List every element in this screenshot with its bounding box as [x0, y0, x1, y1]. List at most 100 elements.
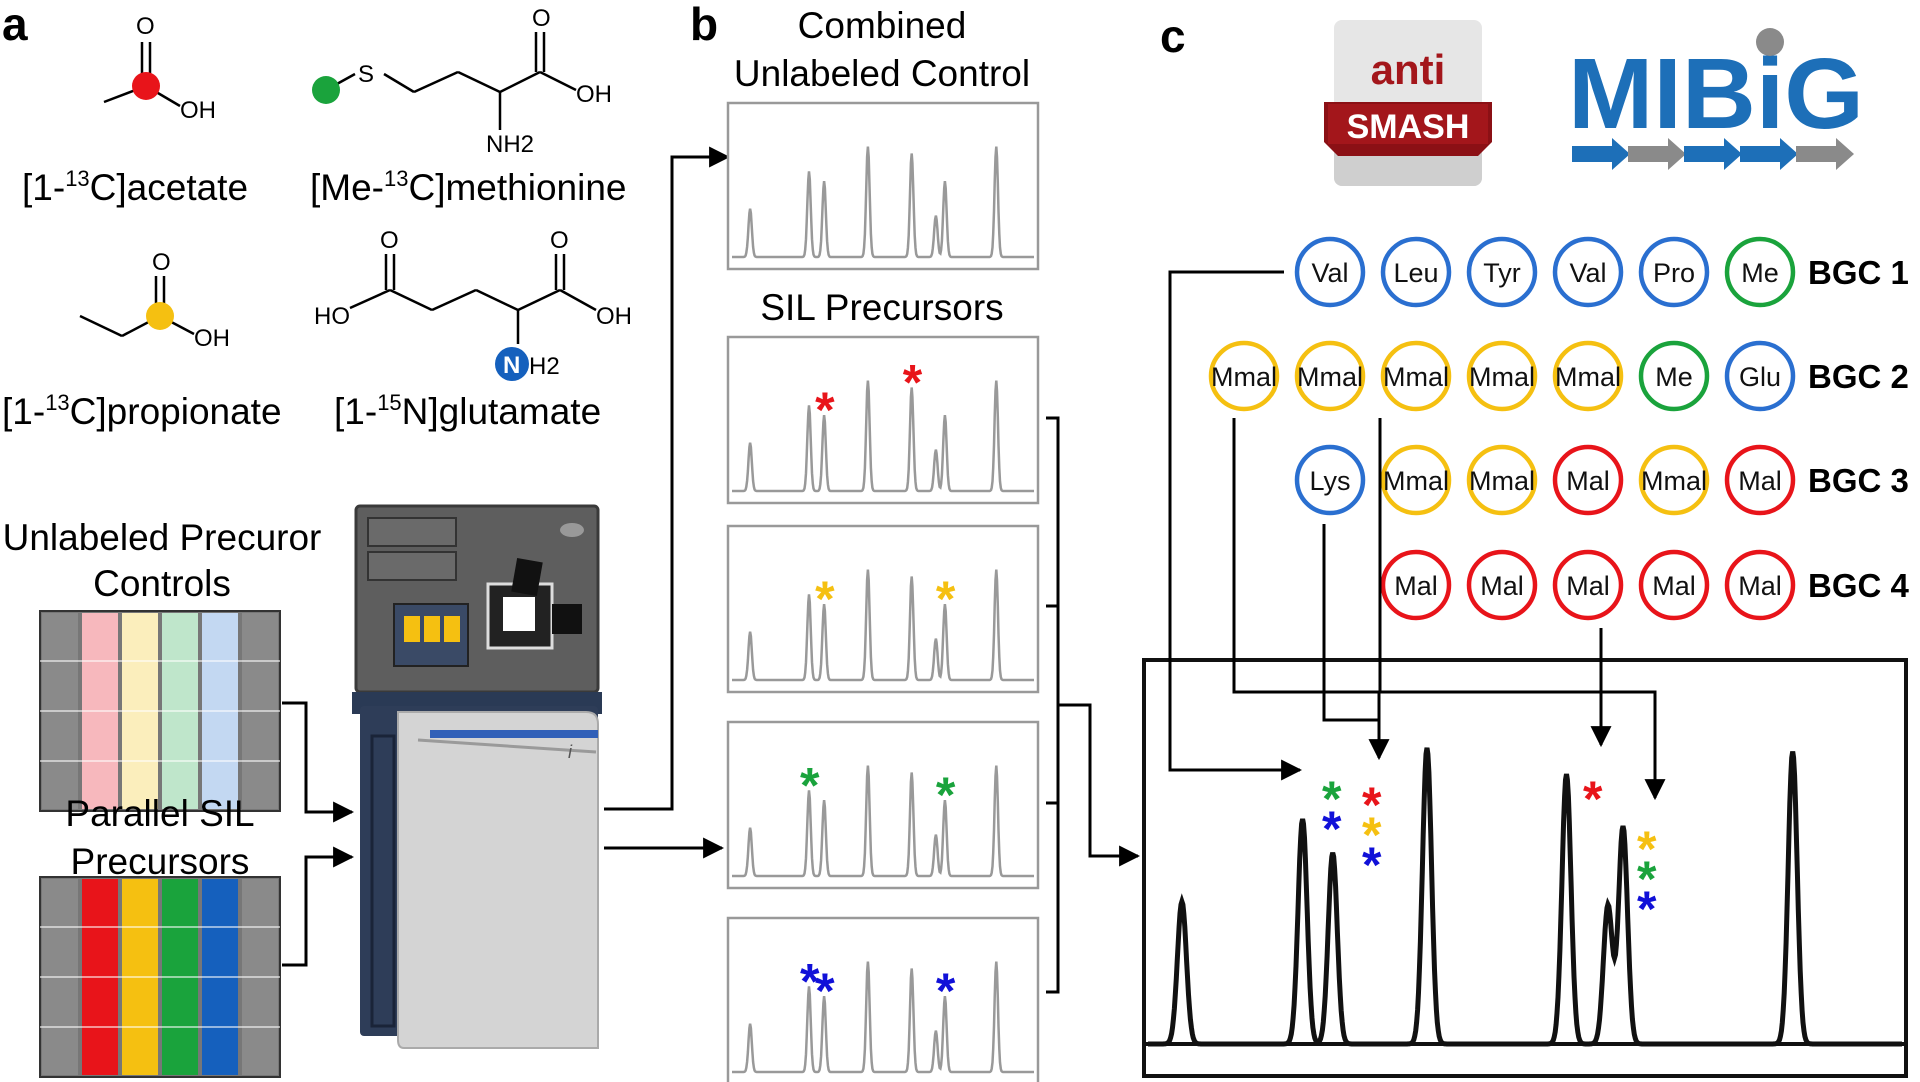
bgc-label: BGC 3: [1808, 462, 1909, 499]
bgc1-arrow: [1168, 270, 1303, 781]
peak-star: *: [1637, 821, 1657, 877]
controls-label-line2: Controls: [93, 563, 231, 604]
plate-unlabeled-controls: [39, 610, 281, 812]
monomer-circle: [1466, 340, 1538, 412]
monomer-circle: [1638, 236, 1710, 308]
peak-star: *: [1637, 851, 1657, 907]
monomer-circle: [1380, 549, 1452, 621]
monomer-circle: [1294, 340, 1366, 412]
methionine-s-label: S: [358, 61, 374, 88]
monomer-label: Mmal: [1383, 362, 1449, 392]
peak-label-stars: *********: [1322, 771, 1657, 937]
monomer-circle: [1294, 236, 1366, 308]
monomer-label: Val: [1569, 258, 1606, 288]
methionine-label: [Me-13C]methionine: [310, 166, 627, 208]
monomer-label: Me: [1741, 258, 1779, 288]
chromatogram-frame: [726, 524, 1040, 694]
label-star: *: [800, 757, 820, 813]
monomer-circle: [1724, 549, 1796, 621]
glutamate-oh-label: OH: [596, 303, 632, 330]
lcms-instrument: i: [352, 504, 602, 1049]
label-star: *: [800, 953, 820, 1009]
instrument-to-control-arrow: [604, 146, 731, 811]
chromatogram-frame: [726, 916, 1040, 1082]
antismash-bottom-text: SMASH: [1347, 108, 1470, 146]
chromatogram-trace: [732, 569, 1034, 682]
monomer-label: Mal: [1738, 571, 1782, 601]
glutamate-n-label: N: [503, 352, 520, 379]
glutamate-o1-label: O: [380, 227, 399, 254]
monomer-circle: [1724, 340, 1796, 412]
label-star: *: [815, 963, 835, 1019]
peak-star: *: [1362, 777, 1382, 833]
panel-letter-c: c: [1160, 10, 1186, 62]
mibig-text: MIBiG: [1568, 38, 1864, 150]
monomer-label: Mal: [1566, 571, 1610, 601]
monomer-circle: [1638, 444, 1710, 516]
monomer-label: Glu: [1739, 362, 1781, 392]
monomer-circle: [1208, 340, 1280, 412]
monomer-label: Val: [1311, 258, 1348, 288]
propionate-oh-label: OH: [194, 325, 230, 352]
propionate-label: [1-13C]propionate: [2, 390, 282, 432]
panel-letter-b: b: [690, 0, 718, 50]
peak-star: *: [1322, 771, 1342, 827]
monomer-circle: [1552, 236, 1624, 308]
acetate-o-label: O: [136, 13, 155, 40]
monomer-circle: [1380, 444, 1452, 516]
b-to-c-bracket: [1046, 416, 1141, 994]
monomer-circle: [1294, 444, 1366, 516]
chromatogram-frame: [726, 101, 1040, 271]
peak-star: *: [1583, 771, 1603, 827]
chromatogram-frame: [726, 720, 1040, 890]
monomer-circle: [1552, 340, 1624, 412]
bgc-label: BGC 1: [1808, 254, 1909, 291]
methionine-o-label: O: [532, 5, 551, 32]
sil-precursors-title: SIL Precursors: [760, 287, 1003, 328]
methionine-structure: S O OH NH2: [312, 5, 612, 158]
chromatogram-panels: *********: [726, 101, 1040, 1082]
glutamate-o2-label: O: [550, 227, 569, 254]
mibig-logo: MIBiG: [1568, 28, 1864, 170]
monomer-circle: [1724, 236, 1796, 308]
monomer-circle: [1552, 549, 1624, 621]
propionate-structure: O OH: [79, 249, 230, 352]
monomer-circle: [1552, 444, 1624, 516]
glutamate-label-dot: [495, 347, 529, 381]
antismash-top-text: anti: [1371, 46, 1446, 93]
monomer-circle: [1638, 340, 1710, 412]
monomer-label: Mal: [1738, 466, 1782, 496]
sil-label-line2: Precursors: [71, 841, 250, 882]
peak-star: *: [1362, 807, 1382, 863]
monomer-circle: [1380, 236, 1452, 308]
methionine-label-dot: [312, 76, 340, 104]
bgc-label: BGC 2: [1808, 358, 1909, 395]
monomer-label: Mal: [1652, 571, 1696, 601]
monomer-label: Pro: [1653, 258, 1695, 288]
combined-title-line2: Unlabeled Control: [734, 53, 1030, 94]
glutamate-structure: O O HO OH N H2: [314, 227, 632, 381]
monomer-circle: [1466, 549, 1538, 621]
glutamate-label: [1-15N]glutamate: [334, 390, 601, 432]
acetate-oh-label: OH: [180, 97, 216, 124]
peak-star: *: [1362, 837, 1382, 893]
monomer-label: Tyr: [1483, 258, 1521, 288]
monomer-label: Mal: [1566, 466, 1610, 496]
propionate-o-label: O: [152, 249, 171, 276]
monomer-circle: [1466, 444, 1538, 516]
monomer-label: Mmal: [1383, 466, 1449, 496]
monomer-circle: [1724, 444, 1796, 516]
acetate-structure: O OH: [103, 13, 216, 124]
bgc-to-peak-arrows: [1168, 270, 1666, 801]
combined-title-line1: Combined: [798, 5, 967, 46]
methionine-oh-label: OH: [576, 81, 612, 108]
chromatogram-frame: [726, 335, 1040, 505]
acetate-label: [1-13C]acetate: [22, 166, 248, 208]
bgc2-arrow: [1232, 418, 1390, 761]
svg-text:i: i: [568, 742, 573, 762]
label-star: *: [936, 767, 956, 823]
monomer-label: Me: [1655, 362, 1693, 392]
chromatogram-trace: [732, 146, 1034, 259]
bgc2-mmal-arrow: [1378, 418, 1666, 801]
monomer-label: Mmal: [1469, 362, 1535, 392]
